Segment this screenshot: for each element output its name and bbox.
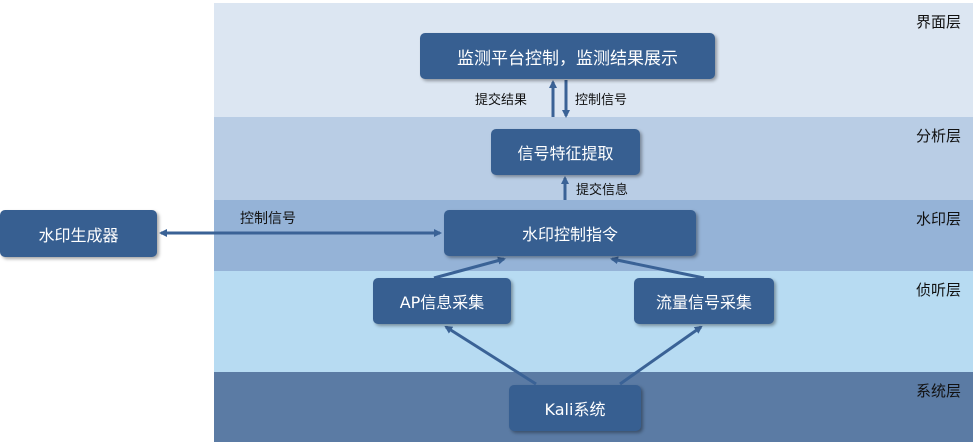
node-feature-extraction: 信号特征提取 (491, 129, 640, 175)
arrow-kali-to-ap (444, 325, 537, 386)
node-watermark-command: 水印控制指令 (444, 210, 696, 256)
node-traffic-collection: 流量信号采集 (634, 278, 774, 324)
node-kali-system: Kali系统 (509, 385, 641, 431)
label-control-signal: 控制信号 (575, 93, 628, 108)
layer-label: 侦听层 (915, 281, 961, 299)
label-submit-result: 提交结果 (475, 93, 528, 108)
label-submit-info: 提交信息 (576, 183, 629, 198)
layer-label: 系统层 (915, 382, 961, 400)
arrow-kali-to-traffic (619, 325, 703, 386)
node-watermark-generator: 水印生成器 (0, 210, 157, 257)
arrow-ap-to-cmd (433, 256, 506, 280)
node-ap-collection: AP信息采集 (373, 278, 511, 324)
layer-listening: 侦听层 (214, 271, 973, 372)
arrow-traffic-to-cmd (610, 256, 705, 280)
label-control-signal-gen: 控制信号 (240, 211, 296, 227)
layer-label: 界面层 (915, 13, 961, 31)
layer-label: 水印层 (915, 210, 961, 228)
layer-label: 分析层 (915, 127, 961, 145)
node-ui-platform: 监测平台控制，监测结果展示 (420, 33, 715, 79)
